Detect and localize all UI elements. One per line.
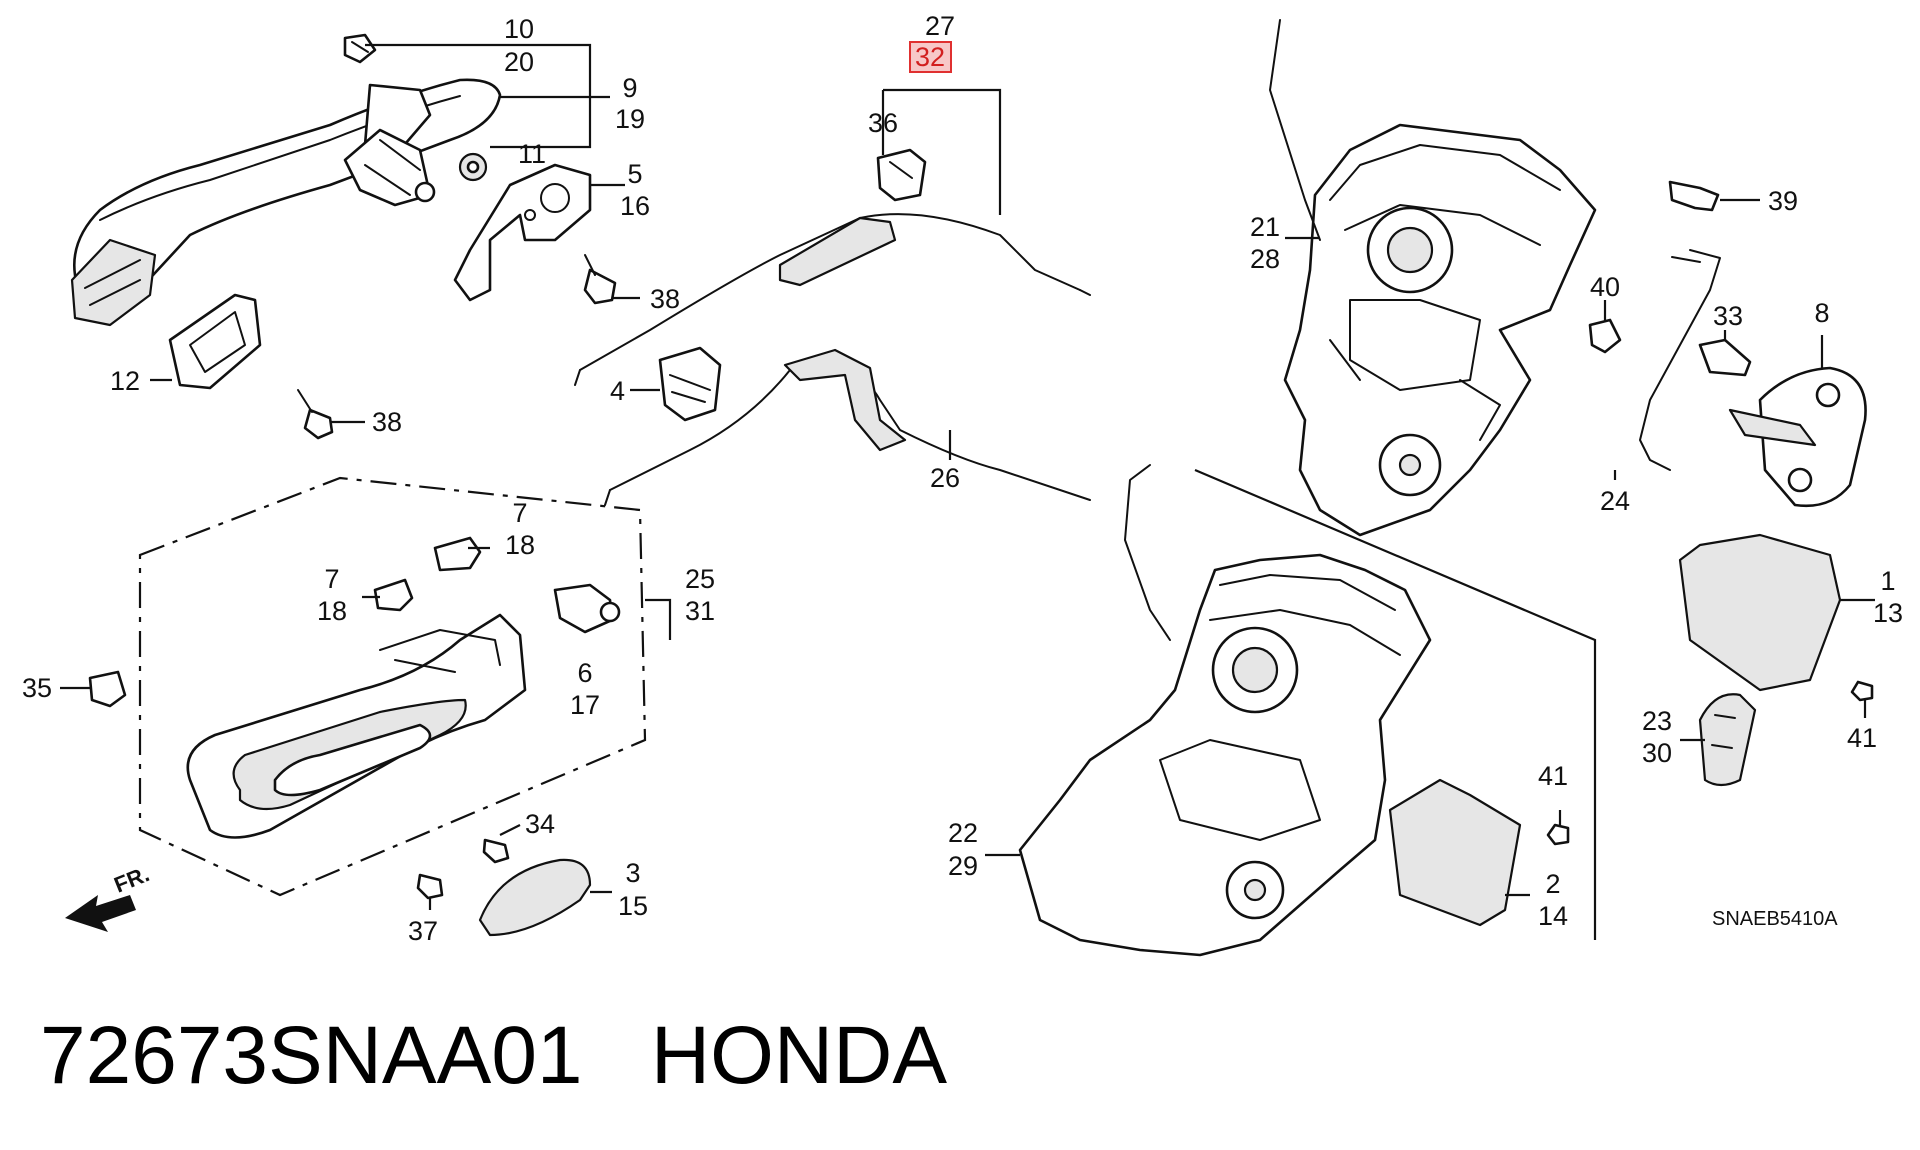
callout-9: 9 — [622, 73, 637, 103]
inner-door-handle — [186, 613, 527, 839]
callout-14: 14 — [1538, 901, 1568, 931]
callout-12: 12 — [110, 366, 140, 396]
callout-33: 33 — [1713, 301, 1743, 331]
callout-37: 37 — [408, 916, 438, 946]
callout-39: 39 — [1768, 186, 1798, 216]
callout-34: 34 — [525, 809, 555, 839]
brand-name: HONDA — [650, 1010, 948, 1101]
callout-23: 23 — [1642, 706, 1672, 736]
callout-35: 35 — [22, 673, 52, 703]
leader-lines — [60, 43, 1875, 910]
callout-38-lower: 38 — [372, 407, 402, 437]
callout-27: 27 — [925, 11, 955, 41]
latch-rod-24 — [1639, 249, 1721, 471]
part-number: 72673SNAA01 — [40, 1010, 583, 1101]
callout-38-upper: 38 — [650, 284, 680, 314]
callout-26: 26 — [930, 463, 960, 493]
handle-gasket — [168, 293, 262, 390]
callout-21: 21 — [1250, 212, 1280, 242]
bolt-38-lower — [297, 389, 334, 440]
handle-bracket — [453, 163, 592, 302]
callout-7-upper: 7 — [512, 498, 527, 528]
callout-36: 36 — [868, 108, 898, 138]
callout-6: 6 — [577, 658, 592, 688]
front-direction-arrow: FR. — [65, 861, 153, 932]
callout-31: 31 — [685, 596, 715, 626]
callout-4: 4 — [610, 376, 625, 406]
callout-25: 25 — [685, 564, 715, 594]
callout-40: 40 — [1590, 272, 1620, 302]
callout-30: 30 — [1642, 738, 1672, 768]
screw-33 — [1698, 338, 1752, 377]
callout-18-upper: 18 — [505, 530, 535, 560]
bolt-38-upper — [583, 254, 617, 305]
callout-29: 29 — [948, 851, 978, 881]
callout-41-right: 41 — [1847, 723, 1877, 753]
callout-7-lower: 7 — [324, 564, 339, 594]
callout-15: 15 — [618, 891, 648, 921]
callout-numbers: 10 20 9 19 11 5 16 38 12 38 27 32 36 4 2… — [22, 11, 1903, 946]
callout-41-lower: 41 — [1538, 761, 1568, 791]
callout-11: 11 — [518, 139, 546, 169]
section-divider — [1194, 468, 1597, 940]
door-latch-actuator-upper — [1269, 19, 1597, 537]
latch-cover-lower — [1388, 778, 1522, 927]
door-latch-actuator-lower — [1018, 464, 1432, 957]
cable-clip-4 — [658, 346, 722, 422]
callout-20: 20 — [504, 47, 534, 77]
callout-22: 22 — [948, 818, 978, 848]
clip-7-lower — [373, 578, 414, 612]
callout-13: 13 — [1873, 598, 1903, 628]
bolt-40 — [1588, 318, 1622, 354]
rod-holder-6 — [553, 583, 621, 634]
callout-19: 19 — [615, 104, 645, 134]
clip-7-upper — [433, 536, 482, 572]
grommet-part-11 — [458, 152, 488, 182]
screw-34 — [482, 838, 510, 864]
callout-8: 8 — [1814, 298, 1829, 328]
callout-28: 28 — [1250, 244, 1280, 274]
callout-2: 2 — [1545, 869, 1560, 899]
direction-label: FR. — [111, 861, 153, 897]
callout-32: 32 — [915, 42, 945, 72]
clip-35 — [88, 670, 127, 708]
outer-door-handle — [70, 78, 502, 327]
part-caption: 72673SNAA01 HONDA — [40, 1015, 947, 1097]
clip-part-10 — [343, 33, 377, 64]
callout-16: 16 — [620, 191, 650, 221]
inner-handle-group-box — [138, 476, 647, 897]
cable-clip-36 — [876, 148, 927, 202]
callout-17: 17 — [570, 690, 600, 720]
drawing-code: SNAEB5410A — [1712, 908, 1838, 930]
callout-3: 3 — [625, 858, 640, 888]
highlight-box — [909, 41, 952, 73]
screw-41-right — [1850, 680, 1874, 702]
callout-10: 10 — [504, 14, 534, 44]
latch-cover-upper — [1678, 533, 1842, 692]
lock-cable-lower — [604, 348, 1091, 506]
bolt-39 — [1668, 180, 1720, 212]
lock-cable-upper — [574, 213, 1091, 386]
door-striker — [1728, 366, 1867, 508]
callout-18-lower: 18 — [317, 596, 347, 626]
callout-24: 24 — [1600, 486, 1630, 516]
handle-cover — [478, 858, 592, 937]
clip-37 — [416, 873, 444, 900]
callout-5: 5 — [627, 159, 642, 189]
latch-protector — [1698, 693, 1757, 787]
callout-1: 1 — [1880, 566, 1895, 596]
screw-41-lower — [1546, 823, 1570, 846]
